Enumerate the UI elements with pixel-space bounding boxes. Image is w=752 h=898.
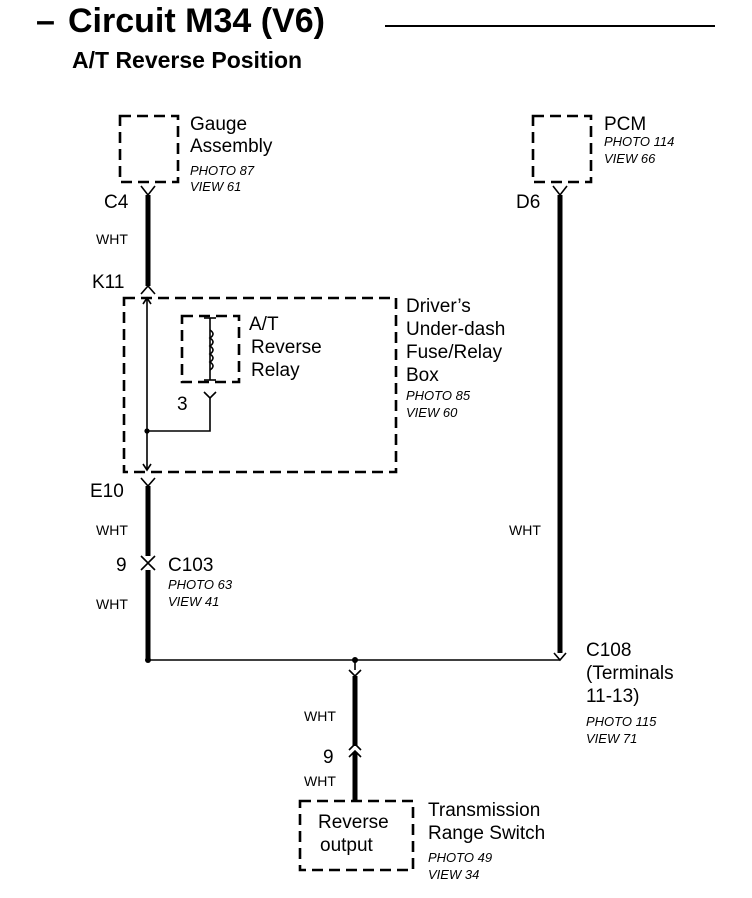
fusebox-label-2: Under-dash <box>406 319 505 340</box>
fusebox-label-4: Box <box>406 365 439 386</box>
e10-connector-icon <box>140 477 156 488</box>
c108-connector-icon <box>553 652 567 662</box>
c103-view: VIEW 41 <box>168 594 219 609</box>
gauge-assembly-box <box>118 114 180 184</box>
c103-label: C103 <box>168 555 213 576</box>
title-dash: – <box>36 2 55 40</box>
d6-label: D6 <box>516 192 540 213</box>
switch-inner-1: Reverse <box>318 812 389 833</box>
relay-pin-label: 3 <box>177 394 188 415</box>
c108-photo: PHOTO 115 <box>586 714 657 729</box>
c103-pin-label: 9 <box>116 555 127 576</box>
k11-connector-icon <box>140 284 156 295</box>
e10-label: E10 <box>90 481 124 502</box>
fusebox-label-3: Fuse/Relay <box>406 342 503 363</box>
bus-arrow-top-icon <box>142 296 152 305</box>
relay-label-1: A/T <box>249 314 279 335</box>
relay-label-3: Relay <box>251 360 300 381</box>
c108-label-2: (Terminals <box>586 663 674 684</box>
wire-label-c103-splice: WHT <box>96 596 128 612</box>
range-switch-box <box>298 799 415 872</box>
wire-label-e10-c103: WHT <box>96 522 128 538</box>
page-title: Circuit M34 (V6) <box>68 2 325 40</box>
switch-pin-label: 9 <box>323 747 334 768</box>
pcm-view: VIEW 66 <box>604 151 656 166</box>
pcm-label: PCM <box>604 114 646 135</box>
c103-male-icon <box>140 561 156 571</box>
switch-photo: PHOTO 49 <box>428 850 492 865</box>
page-subtitle: A/T Reverse Position <box>72 47 302 73</box>
relay-pin3-icon <box>203 391 217 400</box>
fusebox-photo: PHOTO 85 <box>406 388 471 403</box>
switch-view: VIEW 34 <box>428 867 479 882</box>
relay-pin3-wire <box>147 398 211 432</box>
relay-coil-icon <box>208 329 214 371</box>
branch-connector-icon <box>348 669 362 678</box>
splice-dot-left <box>145 657 151 663</box>
k11-label: K11 <box>92 272 124 293</box>
wire-label-gauge-k11: WHT <box>96 231 128 247</box>
pin9-upper-icon <box>348 742 362 751</box>
wire-label-pcm-c108: WHT <box>509 522 541 538</box>
switch-inner-2: output <box>320 835 374 856</box>
gauge-view: VIEW 61 <box>190 179 241 194</box>
d6-connector-icon <box>552 185 568 197</box>
c108-view: VIEW 71 <box>586 731 637 746</box>
wire-label-splice-c9: WHT <box>304 708 336 724</box>
reverse-relay-box <box>180 314 241 384</box>
c4-label: C4 <box>104 192 129 213</box>
pcm-box <box>531 114 593 184</box>
c103-photo: PHOTO 63 <box>168 577 233 592</box>
fusebox-view: VIEW 60 <box>406 405 458 420</box>
wire-label-c9-switch: WHT <box>304 773 336 789</box>
bus-arrow-bottom-icon <box>142 463 152 472</box>
gauge-label-1: Gauge <box>190 114 247 135</box>
fusebox-label-1: Driver’s <box>406 296 471 317</box>
pin9-lower-icon <box>348 749 362 758</box>
c4-connector-icon <box>140 185 156 197</box>
c108-label-3: 11-13) <box>586 686 640 707</box>
switch-label-1: Transmission <box>428 800 540 821</box>
fuse-relay-box <box>122 296 398 474</box>
gauge-photo: PHOTO 87 <box>190 163 255 178</box>
relay-label-2: Reverse <box>251 337 322 358</box>
switch-label-2: Range Switch <box>428 823 545 844</box>
pcm-photo: PHOTO 114 <box>604 134 674 149</box>
c108-label: C108 <box>586 640 631 661</box>
gauge-label-2: Assembly <box>190 136 273 157</box>
